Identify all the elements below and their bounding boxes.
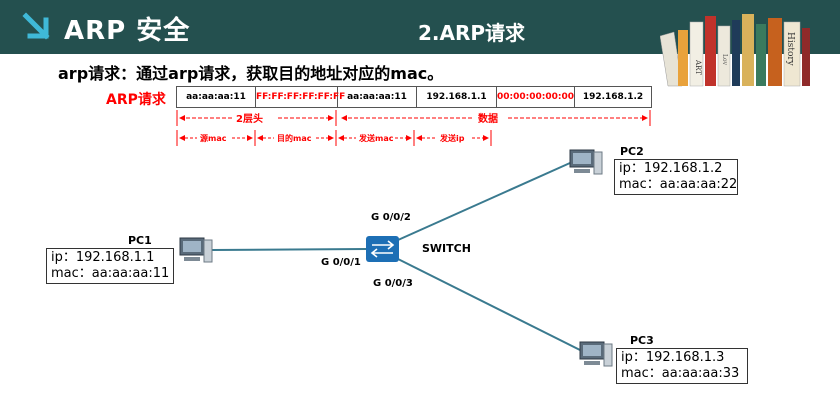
port-g002-label: G 0/0/2 [371, 212, 411, 223]
book-spine-history: History [785, 32, 795, 67]
pc1-info-box: ip：192.168.1.1 mac：aa:aa:aa:11 [46, 248, 174, 284]
layer2-dimension: 2层头 [176, 110, 337, 126]
field-target-ip: 192.168.1.2 [582, 92, 644, 102]
pc2-name: PC2 [620, 145, 644, 158]
pc2-ip: ip：192.168.1.2 [619, 161, 723, 176]
books-illustration: ART History Lov [660, 14, 810, 87]
pc2-computer-icon [569, 149, 603, 175]
data-dimension: 数据 [341, 110, 651, 126]
pc1-ip: ip：192.168.1.1 [51, 250, 155, 265]
switch-label: SWITCH [422, 242, 471, 255]
pc1-computer-icon [179, 237, 213, 263]
pc3-ip: ip：192.168.1.3 [621, 350, 725, 365]
book-spine-lov: Lov [721, 54, 728, 66]
pc2-info-box: ip：192.168.1.2 mac：aa:aa:aa:22 [614, 159, 738, 195]
pc1-name: PC1 [128, 234, 152, 247]
field-sender-ip: 192.168.1.1 [417, 87, 497, 107]
arrow-down-right-icon [22, 12, 50, 40]
subfield-dimension: 源mac 目的mac 发送mac 发送ip [176, 130, 492, 146]
pc3-computer-icon [579, 341, 613, 367]
subtitle-text: arp请求：通过arp请求，获取目的地址对应的mac。 [58, 64, 444, 83]
packet-label: ARP请求 [106, 92, 166, 108]
field-target-mac: 00:00:00:00:00 [497, 87, 575, 107]
page-title: ARP 安全 [64, 16, 191, 46]
pc3-info-box: ip：192.168.1.3 mac：aa:aa:aa:33 [616, 348, 748, 384]
book-spine-art: ART [694, 59, 702, 75]
pc3-name: PC3 [630, 334, 654, 347]
sublabel-src-mac: 源mac [200, 133, 227, 143]
packet-fields: aa:aa:aa:11 FF:FF:FF:FF:FF:FF aa:aa:aa:1… [176, 86, 652, 108]
data-label: 数据 [478, 112, 498, 125]
section-title: 2.ARP请求 [418, 21, 526, 45]
field-src-mac: aa:aa:aa:11 [177, 87, 256, 107]
port-g003-label: G 0/0/3 [373, 278, 413, 289]
switch-icon [366, 236, 399, 262]
link-pc1-switch [211, 248, 368, 251]
port-g001-label: G 0/0/1 [321, 257, 361, 268]
field-sender-mac: aa:aa:aa:11 [338, 87, 417, 107]
pc3-mac: mac：aa:aa:aa:33 [621, 366, 740, 381]
link-switch-pc2 [397, 162, 571, 241]
field-dst-mac: FF:FF:FF:FF:FF:FF [256, 87, 345, 107]
sublabel-dst-mac: 目的mac [277, 133, 312, 143]
link-switch-pc3 [397, 258, 581, 351]
pc2-mac: mac：aa:aa:aa:22 [619, 177, 738, 192]
sublabel-sender-ip: 发送ip [439, 133, 465, 143]
sublabel-sender-mac: 发送mac [358, 133, 394, 143]
pc1-mac: mac：aa:aa:aa:11 [51, 266, 170, 281]
layer2-label: 2层头 [236, 112, 263, 125]
